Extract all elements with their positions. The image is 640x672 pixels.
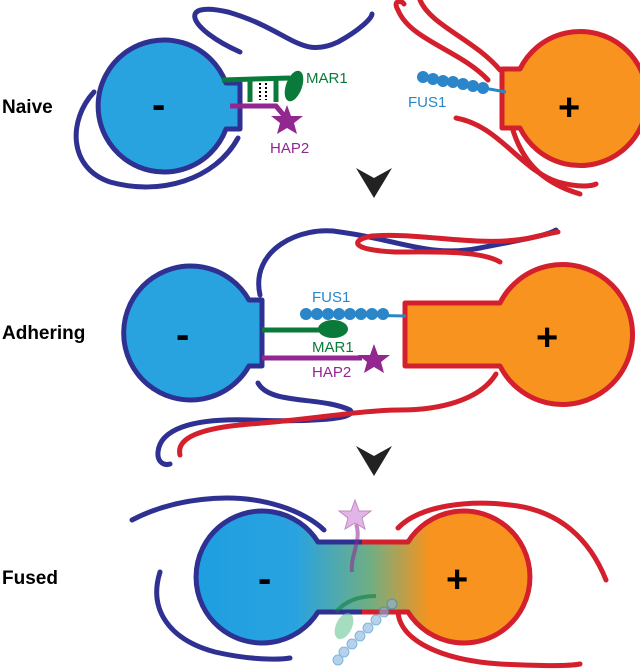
plus-flagellum [395, 609, 583, 668]
plus-flagellum [393, 0, 491, 83]
minus-cell [121, 263, 265, 403]
fus1-remnant [332, 598, 398, 666]
mar1-label: MAR1 [306, 70, 348, 87]
naive-stage: - MAR1 HAP2 + FUS1 [73, 0, 640, 197]
hap2-protein [230, 103, 288, 120]
mar1-label: MAR1 [312, 339, 354, 356]
fus1-protein [300, 308, 407, 320]
plus-flagellum [355, 229, 561, 265]
minus-flagellum [73, 89, 241, 190]
mar1-remnant [334, 594, 377, 640]
minus-sign: - [152, 83, 165, 127]
minus-flagellum [155, 380, 354, 467]
mar1-head [318, 320, 348, 338]
plus-cell [402, 262, 636, 407]
stage-label-fused: Fused [2, 568, 58, 589]
hap2-remnant [337, 498, 373, 573]
fus1-protein [417, 71, 507, 94]
fused-cell [196, 510, 530, 643]
transition-arrow [356, 168, 392, 198]
hap2-label: HAP2 [312, 364, 351, 381]
minus-flagellum [154, 569, 293, 662]
fus1-label: FUS1 [408, 94, 446, 111]
stage-label-adhering: Adhering [2, 323, 85, 344]
hap2-star [271, 105, 303, 134]
plus-flagellum [507, 117, 583, 197]
plus-flagellum [395, 500, 609, 583]
stage-label-naive: Naive [2, 97, 53, 118]
transition-arrow [356, 446, 392, 476]
plus-flagellum [417, 0, 503, 73]
mar1-head [284, 70, 304, 102]
plus-flagellum [177, 371, 499, 458]
mar1-protein [221, 75, 291, 83]
fused-stage: - + [129, 495, 609, 668]
hap2-label: HAP2 [270, 140, 309, 157]
minus-sign: - [176, 313, 189, 357]
fus1-label: FUS1 [312, 289, 350, 306]
plus-sign: + [446, 559, 468, 601]
hap2-star [358, 344, 390, 373]
plus-membrane [362, 508, 533, 646]
minus-flagellum [192, 6, 375, 55]
minus-membrane [193, 508, 362, 646]
adhering-stage: - + FUS1 MAR1 HAP2 [121, 227, 636, 467]
plus-sign: + [536, 317, 558, 359]
plus-cell [499, 29, 640, 168]
plus-sign: + [558, 87, 580, 129]
minus-flagellum [129, 495, 327, 533]
minus-sign: - [258, 557, 271, 601]
minus-cell [95, 37, 243, 175]
